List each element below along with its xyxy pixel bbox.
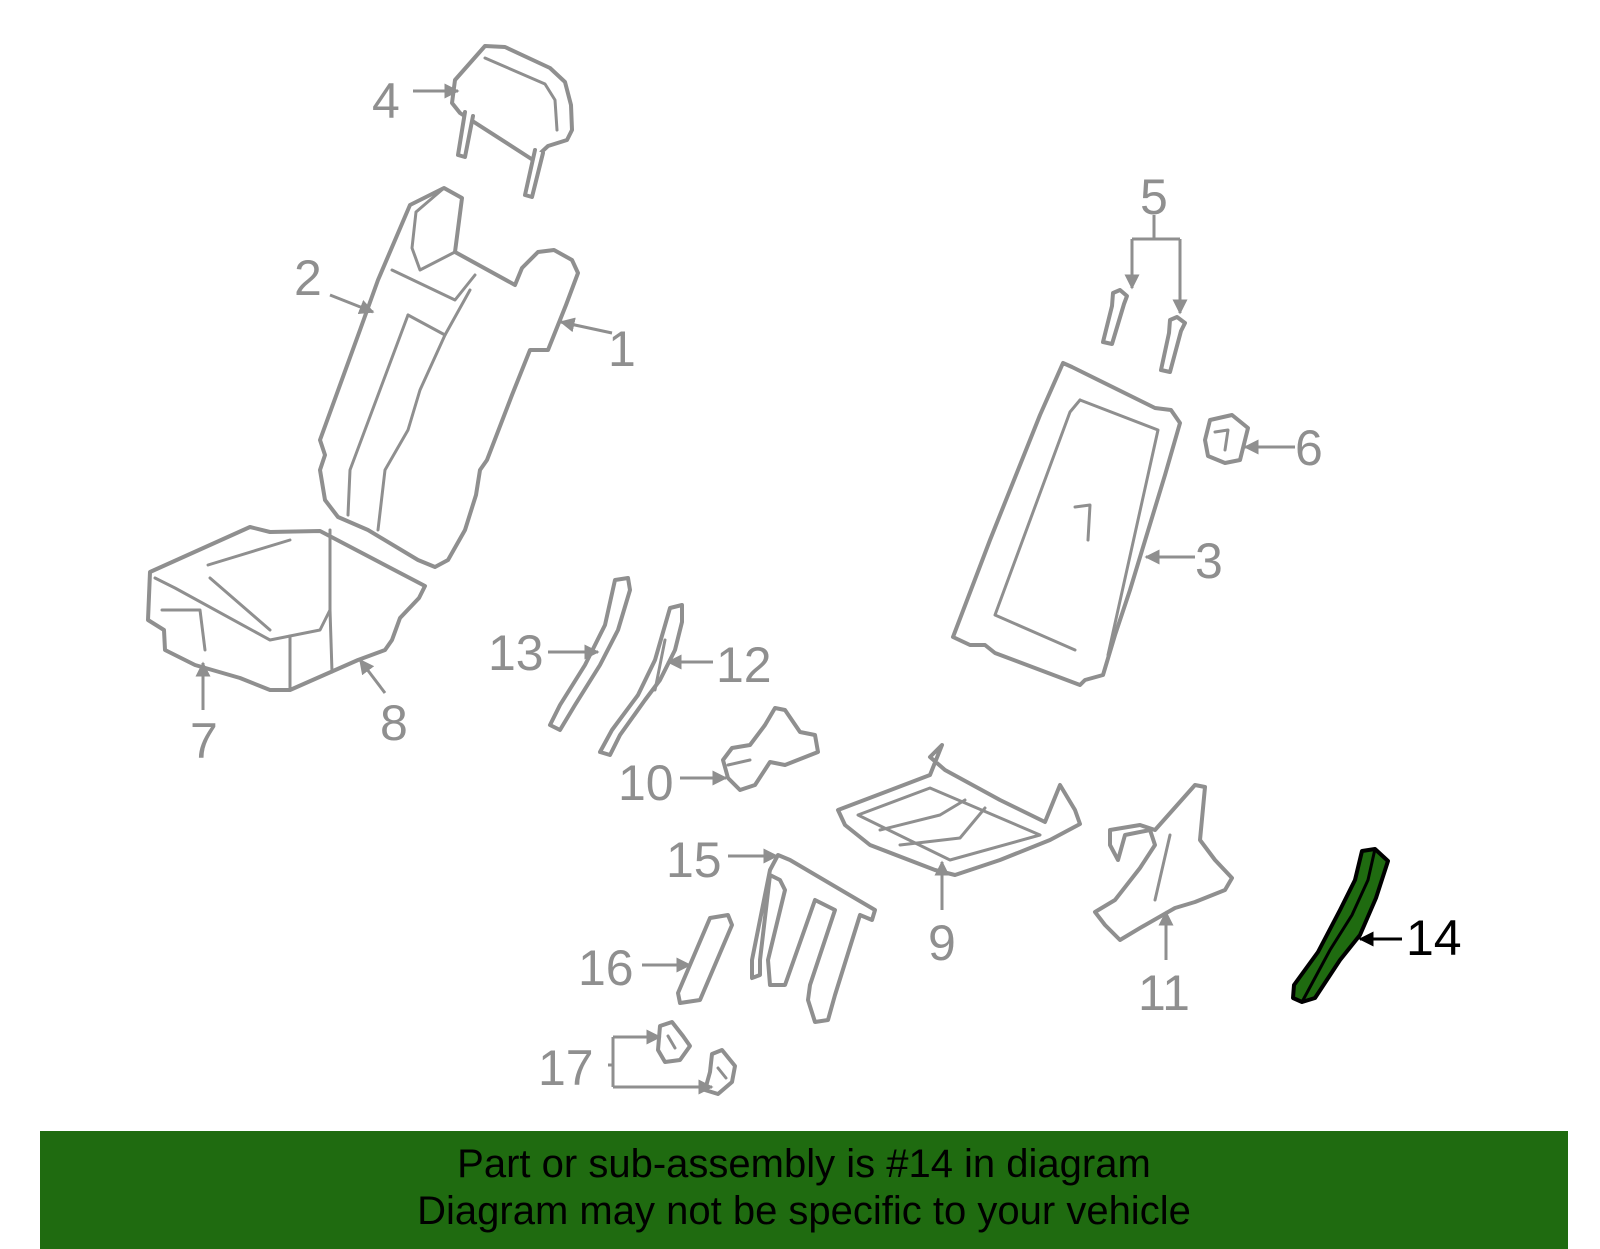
callout-12: 12 — [716, 637, 772, 693]
callout-8: 8 — [380, 695, 408, 751]
bracket-part-11 — [1093, 783, 1234, 942]
callout-labels: 4 2 1 5 6 3 7 8 13 12 10 9 11 15 16 17 1… — [190, 73, 1462, 1096]
callout-9: 9 — [928, 915, 956, 971]
callout-11: 11 — [1138, 965, 1190, 1021]
trim-part-14-highlighted[interactable] — [1291, 847, 1390, 1004]
callout-1: 1 — [608, 321, 636, 377]
callout-4: 4 — [372, 73, 400, 129]
callout-7: 7 — [190, 713, 218, 769]
seat-back-part-1-2 — [318, 186, 580, 569]
callout-2: 2 — [294, 250, 322, 306]
callout-3: 3 — [1195, 533, 1223, 589]
callout-6: 6 — [1295, 420, 1323, 476]
seat-cushion-part-7-8 — [146, 525, 427, 692]
callout-5: 5 — [1140, 169, 1168, 225]
clips-part-17 — [656, 1020, 737, 1096]
clip-part-6 — [1203, 413, 1250, 465]
headrest-part-4 — [450, 44, 574, 199]
trim-part-16 — [676, 913, 734, 1005]
banner-line-disclaimer: Diagram may not be specific to your vehi… — [417, 1189, 1191, 1233]
callout-13: 13 — [488, 625, 544, 681]
bracket-part-15 — [750, 853, 877, 1024]
trim-part-12 — [598, 603, 684, 757]
info-banner: Part or sub-assembly is #14 in diagram D… — [40, 1131, 1568, 1249]
banner-line-part-number: Part or sub-assembly is #14 in diagram — [457, 1142, 1151, 1186]
trim-part-13 — [548, 576, 632, 732]
callout-16: 16 — [578, 940, 634, 996]
callout-17: 17 — [538, 1040, 594, 1096]
leader-lines — [195, 83, 1402, 1095]
seat-back-frame-part-3 — [951, 361, 1182, 687]
bracket-part-10 — [721, 706, 820, 792]
callout-15: 15 — [666, 832, 722, 888]
callout-10: 10 — [618, 755, 674, 811]
callout-14[interactable]: 14 — [1406, 910, 1462, 966]
seat-tray-part-9 — [836, 743, 1082, 877]
bolts-part-5 — [1101, 288, 1187, 374]
